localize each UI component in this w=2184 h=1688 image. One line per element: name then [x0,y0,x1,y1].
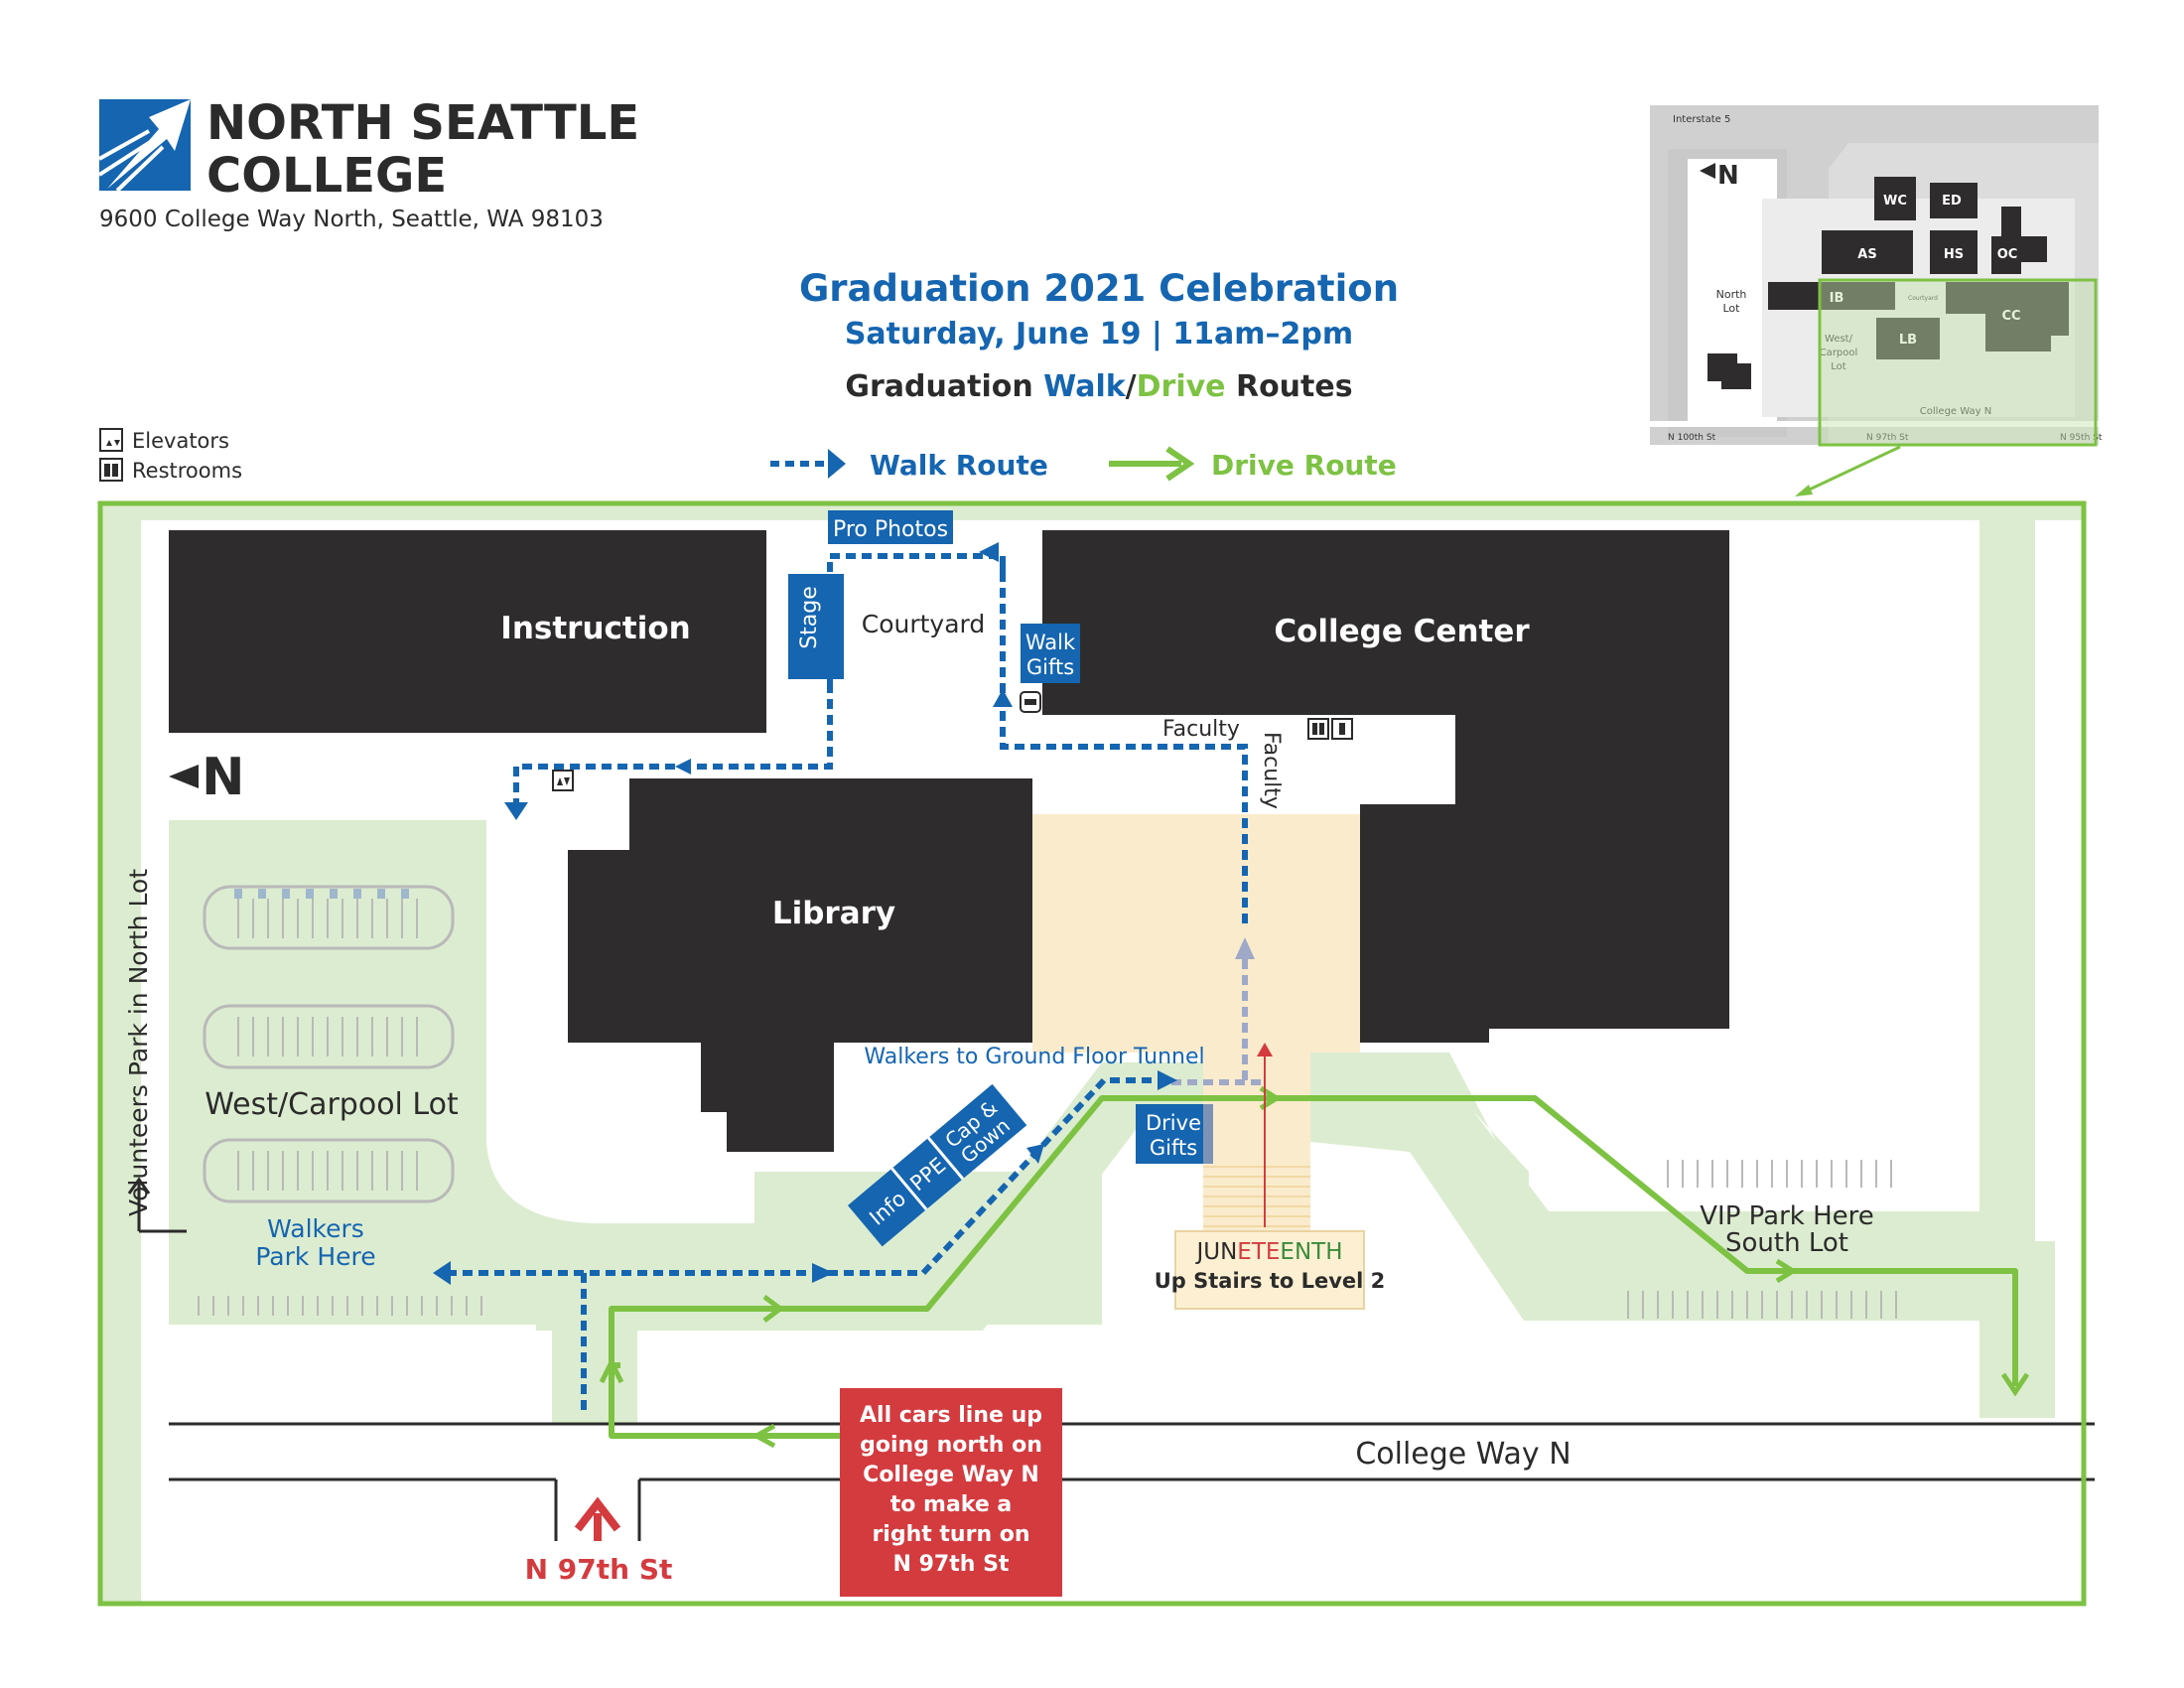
juneteenth-label: JUNETEENTH [1194,1239,1342,1265]
cars-line-2: going north on [860,1433,1042,1458]
elevator-icon [99,428,123,452]
college-center-building [1042,530,1729,1043]
cars-notice [840,1388,1062,1597]
inset-north-arrow-icon [1700,163,1715,179]
parking-stalls [198,899,1897,1319]
inset-oc: OC [1997,247,2018,262]
restrooms-label: Restrooms [132,459,242,483]
faculty-restroom-icon [1307,718,1353,740]
stage-badge [788,574,844,679]
drive-route-legend: Drive Route [1109,446,1397,482]
pro-photos-label: Pro Photos [833,517,948,542]
cars-line-5: right turn on [872,1522,1029,1547]
instruction-building [169,530,766,733]
inset-n95: N 95th St [2060,433,2103,443]
elevator-legend: Elevators [99,428,229,453]
walk-gifts-label-2: Gifts [1026,655,1074,679]
south-lot [1310,1053,1995,1321]
elevators-label: Elevators [132,429,229,453]
volunteers-label: Volunteers Park in North Lot [124,869,153,1216]
inset-college-way: College Way N [1920,406,1991,417]
parking-rows [203,885,455,1203]
drive-gifts-label-2: Gifts [1150,1136,1197,1160]
walk-gifts-elevator-icon [1020,691,1041,713]
cars-line-3: College Way N [863,1463,1039,1487]
inset-cc: CC [2001,309,2020,324]
volunteers-arrow-icon [127,1177,187,1233]
drive-gifts-label-1: Drive [1146,1111,1201,1135]
college-name-line2: COLLEGE [206,148,447,204]
inset-wc: WC [1883,194,1907,209]
inset-n100: N 100th St [1668,433,1716,443]
drive-route [609,1095,2018,1439]
courtyard-elevator-icon [552,770,574,791]
college-name-line1: NORTH SEATTLE [206,95,639,151]
walk-gifts-label-1: Walk [1025,631,1076,654]
inset-ed: ED [1942,194,1962,209]
faculty-vertical-label: Faculty [1259,732,1284,809]
inset-north-lot-2: Lot [1723,302,1741,315]
restroom-legend: Restrooms [99,458,242,483]
restroom-icon [99,458,123,482]
library-building [568,778,1032,1152]
library-label: Library [772,896,895,931]
routes-title: Graduation Walk/Drive Routes [845,369,1352,404]
pro-photos-badge [828,510,953,544]
inset-west-2: Carpool [1820,348,1858,358]
stage-label: Stage [797,586,822,649]
walk-route-legend: Walk Route [770,449,1048,482]
event-title: Graduation 2021 Celebration [799,267,1399,310]
walkers-tunnel-label: Walkers to Ground Floor Tunnel [864,1045,1204,1069]
north-label: N [202,748,245,807]
n97-label: N 97th St [525,1553,673,1586]
inset-n97: N 97th St [1866,433,1909,443]
west-lot-label: West/Carpool Lot [205,1087,459,1122]
walk-route-label: Walk Route [870,449,1048,482]
north-arrow-icon [169,765,199,788]
ada-stalls [234,889,409,899]
courtyard-label: Courtyard [862,610,986,638]
turn-arrow-icon [574,1496,621,1541]
up-stairs-label: Up Stairs to Level 2 [1155,1269,1386,1293]
inset-map: Interstate 5 N WC ED AS HS OC IB Courtya… [1650,75,2103,496]
college-center-label: College Center [1274,614,1530,649]
walkers-park-label-2: Park Here [255,1242,375,1271]
walkers-park-label-1: Walkers [267,1214,364,1243]
inset-north-lot-1: North [1716,288,1747,301]
walk-gifts-badge [1021,624,1080,683]
cars-line-4: to make a [890,1492,1013,1517]
inset-west-1: West/ [1825,334,1853,345]
inset-hs: HS [1944,247,1964,262]
inset-lb: LB [1899,333,1917,348]
drive-route-label: Drive Route [1211,449,1397,482]
instruction-label: Instruction [500,611,690,646]
inset-as: AS [1857,247,1876,262]
vip-label-2: South Lot [1725,1228,1848,1258]
inset-north-label: N [1717,161,1739,191]
event-date: Saturday, June 19 | 11am–2pm [845,317,1353,352]
vip-label-1: VIP Park Here [1700,1201,1874,1231]
walk-route-arrows [433,542,1177,1285]
inset-west-3: Lot [1831,361,1846,372]
college-address: 9600 College Way North, Seattle, WA 9810… [99,207,604,232]
inset-courtyard: Courtyard [1908,295,1938,302]
drive-route-arrows [599,1085,2030,1449]
faculty-label: Faculty [1162,717,1240,742]
plaza [1032,814,1360,1053]
drive-gifts-badge [1136,1104,1211,1164]
cars-line-6: N 97th St [893,1552,1010,1577]
cars-line-1: All cars line up [860,1403,1042,1428]
inset-ib: IB [1830,291,1844,306]
college-way-label: College Way N [1355,1437,1570,1472]
map-border [97,500,2087,1607]
college-logo [97,99,191,193]
staircase [1203,1043,1310,1237]
juneteenth-sign [1174,1230,1365,1310]
inset-interstate: Interstate 5 [1673,114,1730,125]
